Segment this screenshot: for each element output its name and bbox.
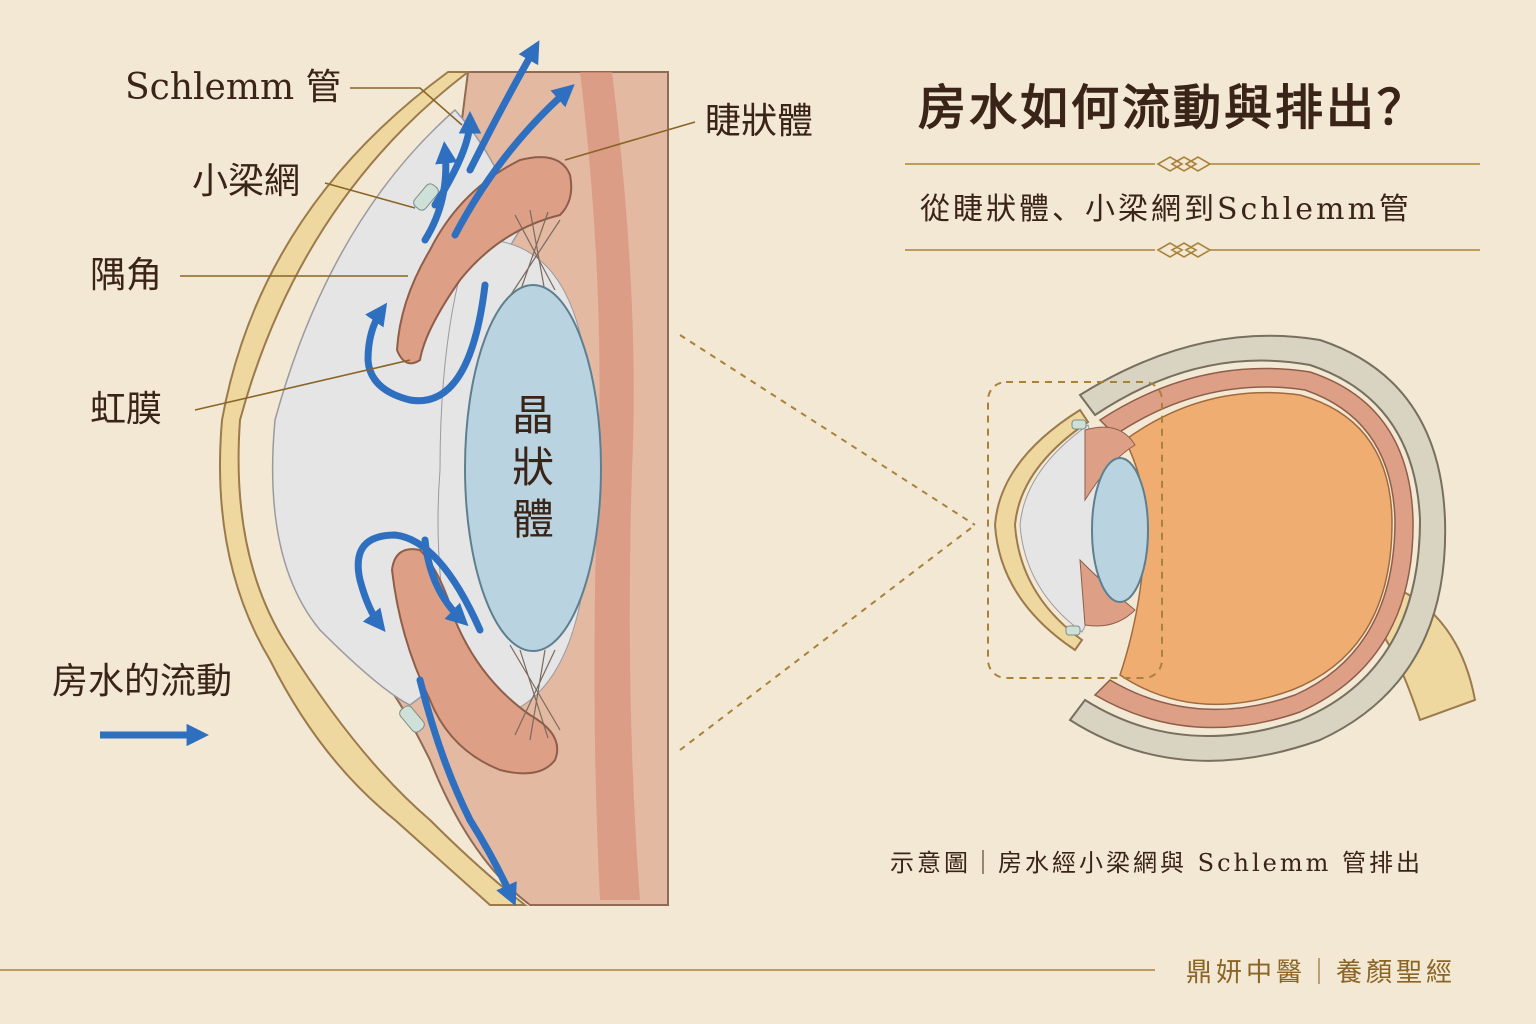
upper-iris (395, 156, 573, 365)
page-subtitle: 從睫狀體、小梁網到Schlemm管 (920, 192, 1412, 227)
label-ciliary-body: 睫狀體 (705, 101, 814, 142)
flow-arrow-lower-inner (421, 536, 469, 627)
flow-arrow-upper-loop (364, 281, 489, 405)
label-trabecular-meshwork: 小梁網 (192, 161, 301, 202)
lens (464, 284, 602, 652)
leader-iris (194, 359, 411, 411)
enlarged-section (219, 71, 669, 906)
leader-lines (180, 87, 696, 411)
aqueous-flow-arrows (354, 40, 575, 907)
label-schlemm-canal: Schlemm 管 (125, 67, 342, 108)
label-iris: 虹膜 (90, 389, 163, 430)
divider-top-ornament (1156, 156, 1212, 172)
eye-cornea (993, 408, 1090, 652)
divider-bottom-ornament (1156, 242, 1212, 258)
eye-canal-upper (1071, 419, 1087, 430)
flow-arrow-exit-4 (421, 141, 458, 244)
flow-arrow-lower-loop (354, 531, 484, 634)
flow-arrow-exit-3 (451, 84, 575, 239)
zoom-connectors (679, 334, 976, 751)
eye-choroid (1093, 367, 1414, 729)
schlemm-canal-upper (413, 183, 439, 211)
legend-label: 房水的流動 (52, 661, 233, 702)
leader-trabecular (324, 182, 416, 209)
leader-schlemm (350, 87, 463, 126)
title-dividers (905, 156, 1480, 258)
flow-arrow-exit-1 (466, 40, 540, 174)
label-angle: 隅角 (90, 255, 163, 296)
eye-lens (1091, 457, 1149, 603)
zonule-fibers (509, 209, 561, 741)
figure-caption: 示意圖｜房水經小梁網與 Schlemm 管排出 (890, 849, 1423, 877)
footer-brand: 鼎妍中醫｜養顏聖經 (1186, 958, 1457, 988)
flow-arrow-lower-exit (416, 676, 517, 907)
cornea (219, 71, 528, 906)
leader-ciliary (564, 121, 696, 161)
whole-eye (987, 334, 1477, 762)
eye-sclera (1068, 334, 1447, 762)
choroid-layer (580, 72, 640, 900)
page-title: 房水如何流動與排出？ (918, 80, 1429, 136)
zoom-box (987, 381, 1163, 679)
eye-canal-lower (1065, 625, 1081, 636)
schlemm-canal-lower (399, 705, 425, 733)
label-lens: 晶狀體 (511, 391, 554, 544)
